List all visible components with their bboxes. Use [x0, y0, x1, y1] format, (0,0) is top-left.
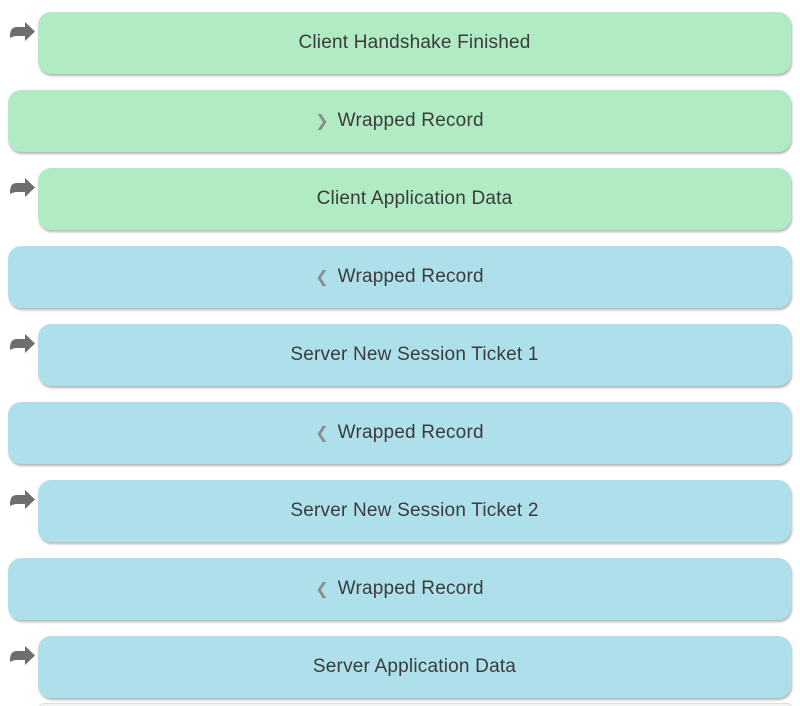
record-wrapped-record-client[interactable]: ❯ Wrapped Record: [8, 90, 791, 152]
record-server-application-data[interactable]: Server Application Data: [38, 636, 791, 698]
message-row: Server Application Data: [0, 636, 800, 698]
record-label: Client Handshake Finished: [298, 32, 531, 53]
sent-arrow-icon: [8, 645, 36, 666]
chevron-left-icon: ❮: [315, 581, 329, 598]
message-row: ❯ Wrapped Record: [0, 90, 800, 152]
message-row: ❮ Wrapped Record: [0, 558, 800, 620]
message-row: Server New Session Ticket 1: [0, 324, 800, 386]
record-wrapped-record-server-1[interactable]: ❮ Wrapped Record: [8, 246, 791, 308]
record-wrapped-record-server-2[interactable]: ❮ Wrapped Record: [8, 402, 791, 464]
record-client-handshake-finished[interactable]: Client Handshake Finished: [38, 12, 791, 74]
sent-arrow-icon: [8, 177, 36, 198]
record-label: Client Application Data: [316, 188, 513, 209]
record-client-application-data[interactable]: Client Application Data: [38, 168, 791, 230]
message-row: Server New Session Ticket 2: [0, 480, 800, 542]
record-label: Wrapped Record: [337, 578, 484, 599]
record-label: Wrapped Record: [337, 266, 484, 287]
message-row: Client Handshake Finished: [0, 12, 800, 74]
sent-arrow-icon: [8, 489, 36, 510]
message-row: ❮ Wrapped Record: [0, 402, 800, 464]
record-label: Wrapped Record: [337, 422, 484, 443]
record-server-new-session-ticket-1[interactable]: Server New Session Ticket 1: [38, 324, 791, 386]
record-server-new-session-ticket-2[interactable]: Server New Session Ticket 2: [38, 480, 791, 542]
record-wrapped-record-server-3[interactable]: ❮ Wrapped Record: [8, 558, 791, 620]
sent-arrow-icon: [8, 21, 36, 42]
message-row: Client Application Data: [0, 168, 800, 230]
record-label: Server New Session Ticket 1: [290, 344, 539, 365]
sent-arrow-icon: [8, 333, 36, 354]
record-label: Wrapped Record: [337, 110, 484, 131]
chevron-right-icon: ❯: [315, 113, 329, 130]
record-label: Server Application Data: [312, 656, 517, 677]
message-row: ❮ Wrapped Record: [0, 246, 800, 308]
record-label: Server New Session Ticket 2: [290, 500, 539, 521]
chevron-left-icon: ❮: [315, 425, 329, 442]
chevron-left-icon: ❮: [315, 269, 329, 286]
